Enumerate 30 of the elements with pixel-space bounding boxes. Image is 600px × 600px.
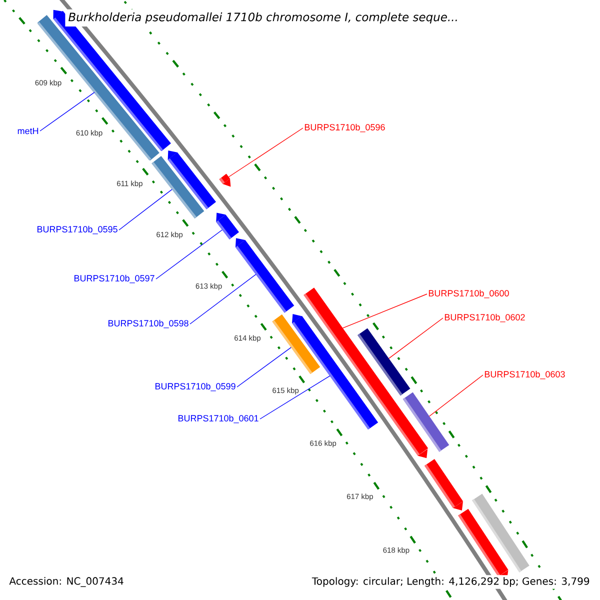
gene-label: BURPS1710b_0603 [484,370,565,380]
leader-line [260,375,330,420]
gene-label: BURPS1710b_0598 [108,320,188,328]
leader-line [388,318,444,359]
gene-label: BURPS1710b_0600 [428,290,509,298]
leader-line [342,294,428,328]
gene-block [168,150,216,210]
gene-block [219,174,231,187]
leader-line [118,189,172,230]
leader-line [236,347,292,388]
leader-line [228,128,304,178]
gene-label: BURPS1710b_0597 [74,274,154,284]
gene-block [357,328,410,396]
gene-label: BURPS1710b_0602 [444,314,525,322]
leader-line [40,92,95,132]
gene-label: BURPS1710b_0596 [304,124,385,132]
title: Burkholderia pseudomallei 1710b chromosome I, complete seque... [65,9,462,27]
accession-text: Accession: NC_007434 [7,575,126,589]
gene-label: BURPS1710b_0595 [37,226,118,234]
leader-line [428,374,484,417]
leader-line [156,230,223,280]
gene-label: metH [18,128,38,134]
gene-block [235,238,294,313]
gene-block [424,459,464,511]
gene-block [402,392,450,452]
gene-label: BURPS1710b_0601 [178,414,258,424]
leader-line [190,274,256,324]
gene-label: BURPS1710b_0599 [155,382,236,392]
gene-block [216,212,239,240]
genome-info-text: Topology: circular; Length: 4,126,292 bp; Genes: 3,799 [310,575,592,589]
